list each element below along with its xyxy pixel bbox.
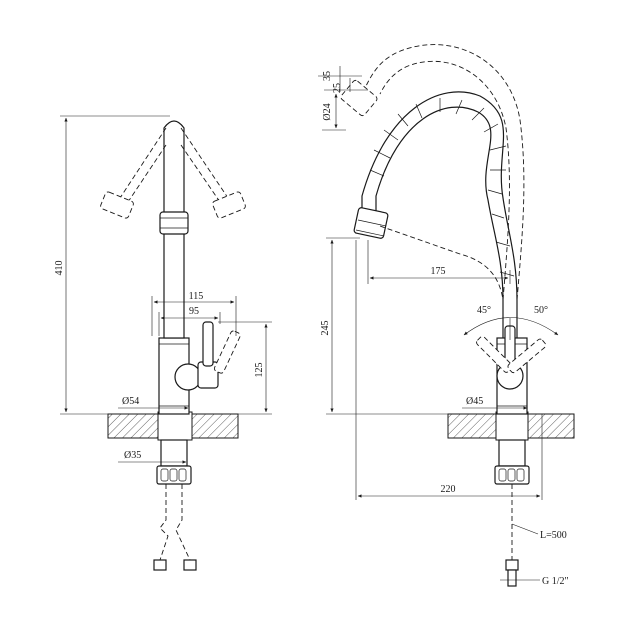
dim-spray-diameter: Ø24 xyxy=(322,103,333,120)
right-hose-fitting xyxy=(505,559,519,571)
dim-hose-length: L=500 xyxy=(540,530,567,541)
left-lever-handle xyxy=(202,321,214,367)
left-swivel-head-a xyxy=(100,191,134,219)
dim-height-total: 410 xyxy=(54,261,65,276)
right-spray-head-dash xyxy=(340,79,378,117)
left-view: 410 115 95 125 Ø54 Ø35 xyxy=(54,115,272,571)
dim-width-inner: 95 xyxy=(189,306,199,317)
dim-shank-diameter: Ø35 xyxy=(124,450,141,461)
left-spout-top xyxy=(163,120,185,212)
left-spout-tube xyxy=(163,221,185,339)
right-spout-inner xyxy=(361,91,518,338)
dim-spray-offset: 25 xyxy=(332,83,343,93)
dim-projection: 220 xyxy=(441,484,456,495)
left-hose-b xyxy=(175,484,191,561)
left-nut xyxy=(156,465,192,485)
left-hose-a xyxy=(159,484,169,561)
right-lever-dash-left xyxy=(476,336,513,373)
dim-base-diameter: Ø54 xyxy=(122,396,139,407)
left-spray-collar xyxy=(159,211,189,235)
left-swivel-dash-a xyxy=(119,127,167,199)
right-angle-arc xyxy=(463,317,559,336)
right-pull-hose xyxy=(379,225,504,301)
left-lever-dash xyxy=(214,330,241,374)
right-spout-outer xyxy=(375,106,504,338)
dim-lever-height: 125 xyxy=(254,363,265,378)
left-shank-opening xyxy=(157,411,193,441)
right-spout-dash-inner xyxy=(379,60,510,301)
dim-thread: G 1/2" xyxy=(542,576,569,587)
dim-width-outer: 115 xyxy=(189,291,204,302)
right-lever-dash-right xyxy=(507,338,547,374)
dim-angle-left: 45° xyxy=(477,305,491,316)
left-lever-hub xyxy=(174,363,202,391)
right-shank-opening xyxy=(495,411,529,441)
dim-spray-length: 35 xyxy=(322,71,333,81)
dim-angle-right: 50° xyxy=(534,305,548,316)
right-spout-dash-outer xyxy=(365,44,525,301)
dim-spout-height: 245 xyxy=(320,321,331,336)
right-view: 45° 50° 245 175 xyxy=(318,44,575,587)
right-shank xyxy=(498,439,526,467)
left-hose-fitting-b xyxy=(183,559,197,571)
left-swivel-head-b xyxy=(212,191,246,219)
dim-right-base-diameter: Ø45 xyxy=(466,396,483,407)
dim-reach: 175 xyxy=(431,266,446,277)
right-hose-end xyxy=(507,569,517,587)
left-hose-fitting-a xyxy=(153,559,167,571)
